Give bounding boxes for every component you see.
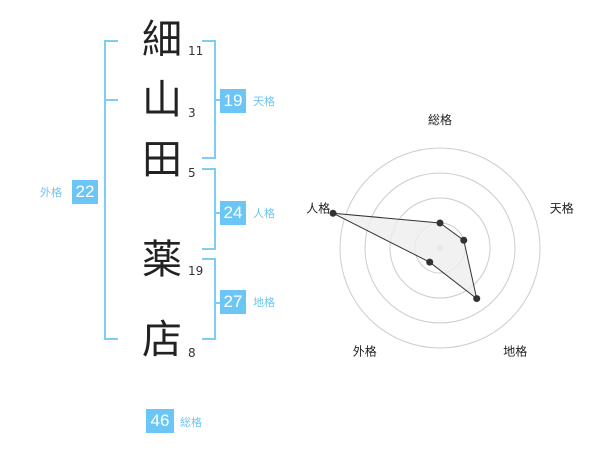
radar-ring-3 bbox=[364, 172, 516, 324]
radar-point-0 bbox=[436, 219, 444, 227]
name-char-4: 薬 bbox=[142, 237, 182, 283]
radar-label-3: 外格 bbox=[353, 344, 377, 359]
radar-points bbox=[329, 209, 481, 303]
radar-label-4: 人格 bbox=[306, 200, 330, 215]
radar-point-3 bbox=[426, 258, 434, 266]
radar-point-1 bbox=[460, 236, 468, 244]
radar-label-1: 天格 bbox=[550, 200, 574, 215]
chikaku-value: 27 bbox=[220, 290, 246, 314]
radar-ring-4 bbox=[339, 147, 541, 349]
stroke-count-4: 19 bbox=[188, 264, 204, 278]
radar-point-4 bbox=[329, 209, 337, 217]
soukaku-value: 46 bbox=[146, 409, 174, 433]
name-char-3: 田 bbox=[142, 137, 182, 183]
chikaku-label: 地格 bbox=[253, 296, 275, 309]
soukaku-label: 総格 bbox=[180, 416, 202, 429]
jinkaku-label: 人格 bbox=[253, 207, 275, 220]
radar-label-2: 地格 bbox=[503, 344, 527, 359]
name-char-1: 細 bbox=[142, 17, 182, 63]
name-char-2: 山 bbox=[142, 77, 182, 123]
stroke-count-5: 8 bbox=[188, 346, 196, 360]
gaikaku-label: 外格 bbox=[40, 186, 62, 199]
jinkaku-value: 24 bbox=[220, 201, 246, 225]
gaikaku-value: 22 bbox=[72, 180, 98, 204]
radar-point-2 bbox=[473, 295, 481, 303]
stroke-count-1: 11 bbox=[188, 44, 204, 58]
radar-polygon bbox=[332, 212, 478, 300]
stroke-count-2: 3 bbox=[188, 106, 196, 120]
tenkaku-value: 19 bbox=[220, 89, 246, 113]
name-char-5: 店 bbox=[142, 317, 182, 363]
tenkaku-label: 天格 bbox=[253, 95, 275, 108]
radar-label-0: 総格 bbox=[428, 112, 452, 127]
radar-ring-2 bbox=[389, 197, 491, 299]
stroke-count-3: 5 bbox=[188, 166, 196, 180]
